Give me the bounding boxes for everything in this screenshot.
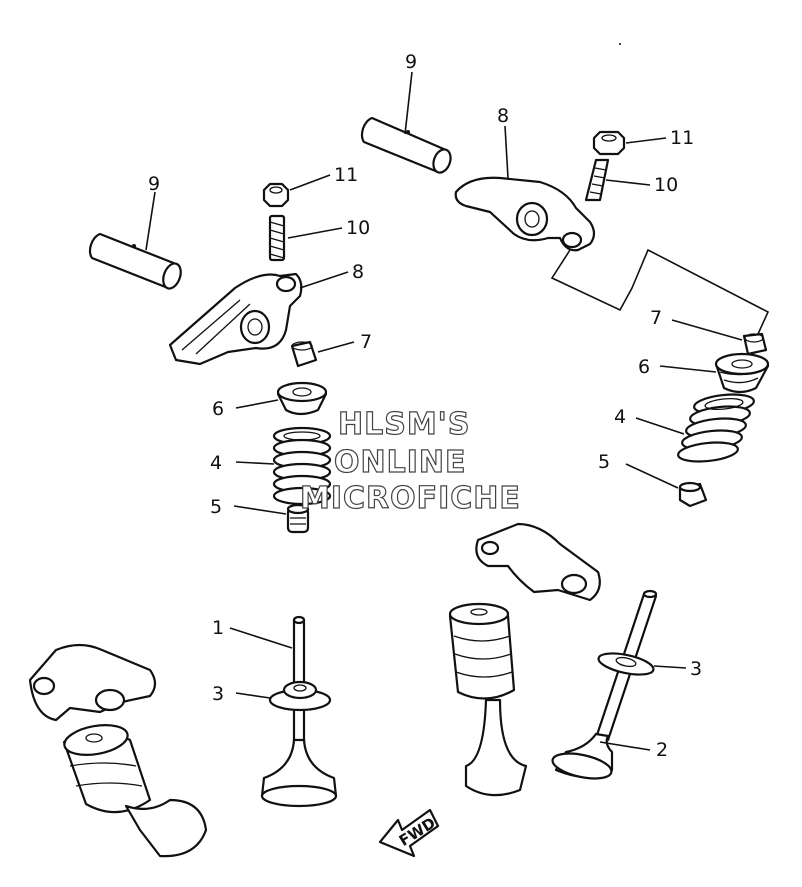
locknut-left — [262, 182, 290, 208]
label-11-right: 11 — [670, 127, 694, 149]
rocker-shaft-right — [360, 116, 452, 174]
assembly-bracket — [550, 248, 770, 335]
label-7-right: 7 — [650, 307, 662, 329]
label-3-left: 3 — [212, 683, 224, 705]
label-2: 2 — [656, 739, 668, 761]
adjusting-screw-right — [584, 158, 610, 202]
forward-arrow-icon: FWD — [378, 808, 440, 858]
watermark-line-2: ONLINE — [334, 445, 467, 480]
label-4-right: 4 — [614, 406, 626, 428]
rocker-arm-right — [454, 176, 596, 252]
adjusting-screw-left — [268, 214, 286, 262]
label-5-left: 5 — [210, 496, 222, 518]
label-8-left: 8 — [352, 261, 364, 283]
spring-seat-left — [268, 680, 332, 712]
stem-seal-left — [286, 503, 310, 534]
label-5-right: 5 — [598, 451, 610, 473]
label-1: 1 — [212, 617, 224, 639]
watermark-line-3: MICROFICHE — [300, 481, 521, 516]
label-6-right: 6 — [638, 356, 650, 378]
valve-spring-right — [677, 393, 755, 463]
label-4-left: 4 — [210, 452, 222, 474]
cotter-right — [742, 332, 768, 356]
label-10-right: 10 — [654, 174, 678, 196]
rocker-arm-left — [168, 272, 303, 366]
rocker-shaft-left — [88, 232, 182, 290]
label-6-left: 6 — [212, 398, 224, 420]
label-8-right: 8 — [497, 105, 509, 127]
watermark-line-1: HLSM'S — [338, 407, 470, 442]
spring-seat-right — [597, 652, 655, 676]
intake-valve — [260, 615, 338, 808]
label-10-left: 10 — [346, 217, 370, 239]
spring-retainer-left — [276, 381, 328, 416]
cotter-left — [290, 340, 318, 368]
label-9-left: 9 — [148, 173, 160, 195]
valve-spring-left — [272, 426, 332, 506]
label-3-right: 3 — [690, 658, 702, 680]
label-11-left: 11 — [334, 164, 358, 186]
tappet-assembly-right — [448, 522, 601, 797]
locknut-right — [592, 130, 626, 156]
exhaust-valve — [551, 589, 658, 780]
tappet-assembly-left — [28, 643, 208, 858]
label-7-left: 7 — [360, 331, 372, 353]
stem-seal-right — [678, 481, 708, 508]
label-9-right: 9 — [405, 51, 417, 73]
spring-retainer-right — [714, 352, 770, 394]
